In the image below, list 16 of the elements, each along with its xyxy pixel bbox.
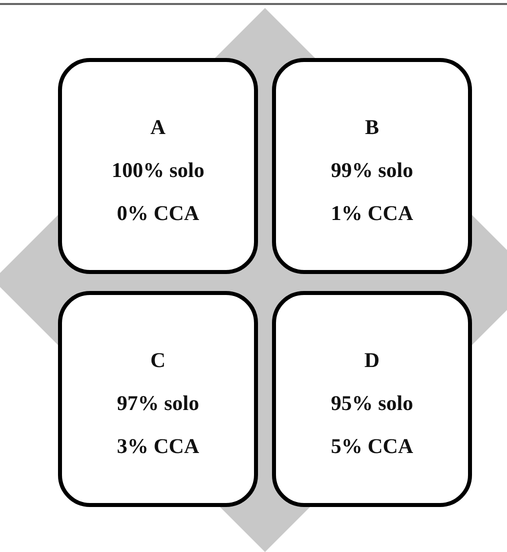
- percentage-text: 100% solo: [112, 157, 204, 184]
- box-letter: B: [364, 114, 379, 141]
- box-letter: C: [150, 347, 166, 374]
- percentage-text: 3% CCA: [116, 433, 200, 460]
- box-letter: D: [364, 347, 380, 374]
- percentage-text: 97% solo: [116, 390, 200, 417]
- percentage-text: 99% solo: [330, 157, 414, 184]
- rounded-box: [272, 291, 472, 507]
- rounded-box: [58, 58, 258, 274]
- percentage-text: 95% solo: [330, 390, 414, 417]
- percentage-text: 1% CCA: [330, 200, 414, 227]
- box-letter: A: [150, 114, 166, 141]
- rounded-box: [272, 58, 472, 274]
- rounded-box: [58, 291, 258, 507]
- percentage-text: 0% CCA: [116, 200, 200, 227]
- percentage-text: 5% CCA: [330, 433, 414, 460]
